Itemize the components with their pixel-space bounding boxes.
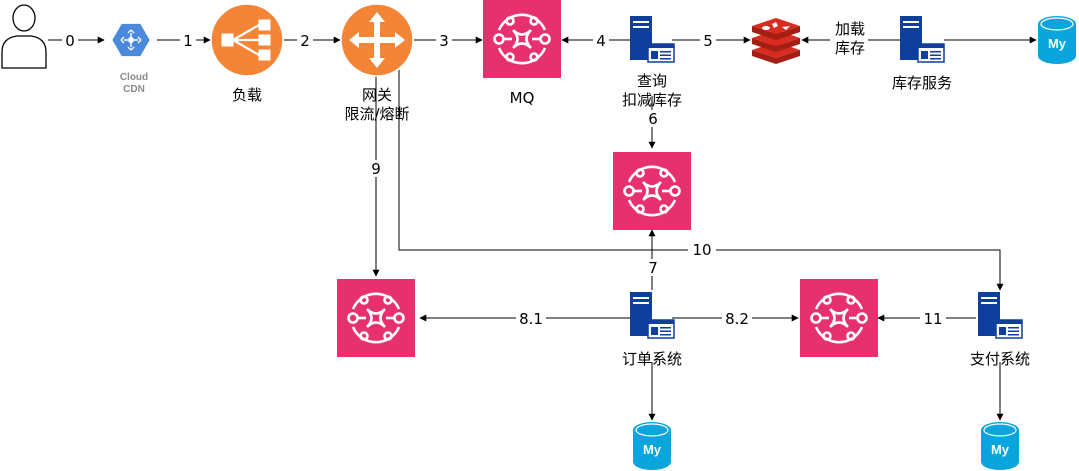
mq-node-2[interactable] (611, 150, 693, 232)
edges (48, 36, 1037, 421)
edge-label-11: 11 (923, 310, 942, 328)
inventory-server-node[interactable]: 库存服务 (892, 15, 952, 92)
edge-label-6: 6 (648, 110, 658, 128)
edge-label-4: 4 (596, 32, 606, 50)
mysql-payment-node[interactable]: My (980, 421, 1020, 471)
user-icon (1, 4, 47, 69)
edge-labels: 0 1 2 3 4 5 加载 库存 6 7 8.1 8.2 11 9 10 (62, 18, 946, 328)
mq-icon (798, 277, 880, 359)
cdn-label-line2: CDN (123, 84, 145, 95)
query-server-label-line1: 查询 (637, 72, 667, 90)
mq-icon (611, 150, 693, 232)
server-icon (629, 15, 675, 63)
query-server-node[interactable]: 查询 扣减库存 (622, 15, 682, 109)
mq-node-3[interactable] (335, 277, 417, 359)
mysql-icon-label: My (643, 442, 662, 457)
payment-server-label: 支付系统 (970, 350, 1030, 368)
mysql-inventory-node[interactable]: My (1037, 15, 1077, 65)
edge-label-10: 10 (692, 241, 711, 259)
edge-label-load-line2: 库存 (835, 39, 865, 57)
gateway-label-line2: 限流/熔断 (344, 105, 409, 123)
user-node[interactable] (1, 4, 47, 69)
gateway-router-icon (340, 3, 414, 77)
server-icon (899, 15, 945, 63)
edge-label-7: 7 (648, 259, 658, 277)
edge-label-load-line1: 加载 (835, 20, 865, 38)
edge-label-8-2: 8.2 (725, 310, 749, 328)
redis-node[interactable] (752, 18, 800, 64)
payment-server-node[interactable]: 支付系统 (970, 291, 1030, 368)
mq-icon (335, 277, 417, 359)
edge-label-0: 0 (65, 32, 75, 50)
edge-label-9: 9 (371, 160, 381, 178)
edge-label-5: 5 (703, 32, 713, 50)
edge-label-1: 1 (183, 32, 193, 50)
redis-icon (752, 18, 800, 64)
edge-label-8-1: 8.1 (519, 310, 543, 328)
mq-node-4[interactable] (798, 277, 880, 359)
server-icon (977, 291, 1023, 339)
mysql-order-node[interactable]: My (632, 421, 672, 471)
cdn-icon (112, 23, 150, 57)
gateway-node[interactable]: 网关 限流/熔断 (340, 3, 414, 123)
cdn-label-line1: Cloud (120, 72, 148, 83)
order-server-label: 订单系统 (622, 350, 682, 368)
mq-label: MQ (510, 89, 535, 107)
mysql-icon-label: My (991, 442, 1010, 457)
query-server-label-line2: 扣减库存 (622, 91, 682, 109)
load-balancer-label: 负载 (232, 86, 262, 104)
edge-label-3: 3 (439, 32, 449, 50)
order-server-node[interactable]: 订单系统 (622, 291, 682, 368)
mysql-icon-label: My (1048, 36, 1067, 51)
cdn-node[interactable]: Cloud CDN (112, 23, 150, 95)
gateway-label-line1: 网关 (362, 86, 392, 104)
load-balancer-icon (210, 3, 284, 77)
server-icon (629, 291, 675, 339)
inventory-server-label: 库存服务 (892, 74, 952, 92)
edge-label-2: 2 (300, 32, 310, 50)
mq-icon (481, 0, 563, 80)
load-balancer-node[interactable]: 负载 (210, 3, 284, 104)
mq-node-1[interactable]: MQ (481, 0, 563, 107)
